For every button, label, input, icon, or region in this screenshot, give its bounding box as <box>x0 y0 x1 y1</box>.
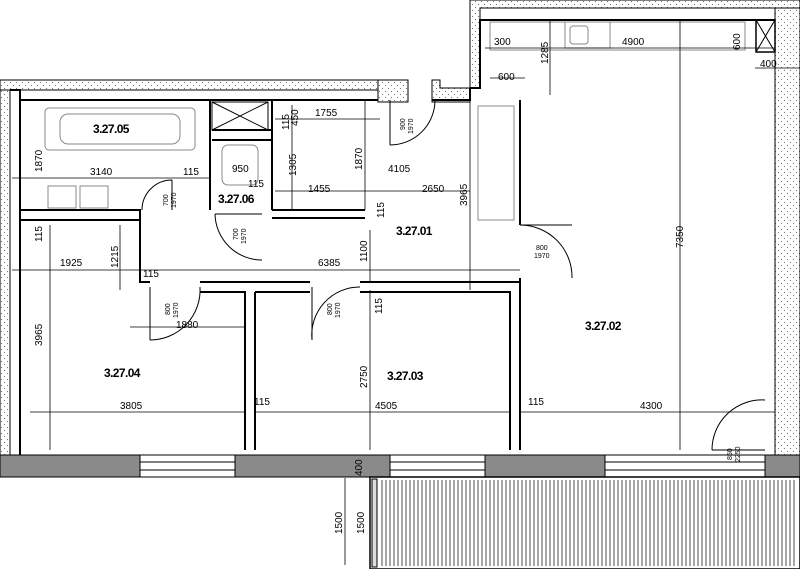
door-2-width: 700 <box>163 194 170 206</box>
dim-1925: 1925 <box>60 258 83 269</box>
door-5-width: 800 <box>165 303 172 315</box>
dim-450: 450 <box>290 109 301 126</box>
door-3-width: 700 <box>233 228 240 240</box>
dim-1755: 1755 <box>315 108 338 119</box>
doors <box>141 99 766 451</box>
dim-115-d: 115 <box>376 202 387 218</box>
room-label-3-27-01: 3.27.01 <box>396 224 433 238</box>
dim-3965-b: 3965 <box>34 323 45 346</box>
dim-115-h: 115 <box>254 397 270 408</box>
shaft-1 <box>211 101 269 131</box>
washbasin-left <box>47 185 77 209</box>
dim-115-b: 115 <box>183 167 199 178</box>
dim-1500-a: 1500 <box>334 511 345 534</box>
exterior-walls <box>0 0 800 459</box>
dim-115-c: 115 <box>248 179 264 190</box>
dim-115-f: 115 <box>143 269 159 280</box>
door-annotations: 900 1970 700 1970 700 1970 800 1970 800 … <box>163 118 742 462</box>
dim-1500-b: 1500 <box>356 511 367 534</box>
dim-3965-a: 3965 <box>459 183 470 206</box>
interior-walls <box>10 19 775 460</box>
facade-strip <box>0 454 800 478</box>
dim-1215: 1215 <box>110 245 121 268</box>
dim-400-b: 400 <box>354 459 365 476</box>
dim-4900: 4900 <box>622 37 645 48</box>
balcony <box>369 476 800 569</box>
room-label-3-27-02: 3.27.02 <box>585 319 622 333</box>
dim-4300: 4300 <box>640 401 663 412</box>
dim-1100: 1100 <box>359 240 370 262</box>
door-2-height: 1970 <box>171 192 178 208</box>
door-3-height: 1970 <box>241 228 248 244</box>
dim-4105: 4105 <box>388 164 411 175</box>
washbasin-right <box>79 185 109 209</box>
door-6-height: 1970 <box>335 302 342 318</box>
dim-1285: 1285 <box>540 41 551 64</box>
toilet <box>221 144 259 186</box>
door-6-width: 800 <box>327 303 334 315</box>
dim-2750: 2750 <box>359 365 370 388</box>
room-label-3-27-06: 3.27.06 <box>218 192 255 206</box>
room-label-3-27-04: 3.27.04 <box>104 366 141 380</box>
room-label-3-27-05: 3.27.05 <box>93 122 130 136</box>
dim-115-a: 115 <box>281 114 292 130</box>
dim-2650: 2650 <box>422 184 445 195</box>
door-1-width: 900 <box>400 118 407 130</box>
door-1-height: 1970 <box>408 118 415 134</box>
door-7-width: 850 <box>727 448 734 460</box>
shaft-2 <box>755 19 776 53</box>
dim-1880: 1880 <box>176 320 199 331</box>
dim-1870-a: 1870 <box>34 149 45 172</box>
dim-3805: 3805 <box>120 401 143 412</box>
dimension-lines <box>12 20 800 565</box>
dim-3140: 3140 <box>90 167 113 178</box>
dim-4505: 4505 <box>375 401 398 412</box>
dim-600-a: 600 <box>732 33 743 50</box>
door-5-height: 1970 <box>173 302 180 318</box>
door-4-width: 800 <box>536 245 548 252</box>
dim-115-i: 115 <box>528 397 544 408</box>
dim-600-b: 600 <box>498 72 515 83</box>
dim-115-e: 115 <box>34 226 45 242</box>
dim-6385: 6385 <box>318 258 341 269</box>
dim-7350: 7350 <box>675 225 686 248</box>
dim-300: 300 <box>494 37 511 48</box>
dim-950: 950 <box>232 164 249 175</box>
wardrobe <box>477 105 515 221</box>
door-4-height: 1970 <box>534 253 550 260</box>
dim-1305: 1305 <box>288 153 299 176</box>
fixtures <box>44 19 776 221</box>
dim-1870-b: 1870 <box>354 147 365 170</box>
door-7-height: 2250 <box>735 446 742 462</box>
kitchen-counter <box>489 21 746 51</box>
room-label-3-27-03: 3.27.03 <box>387 369 424 383</box>
dim-1455: 1455 <box>308 184 331 195</box>
bathtub <box>44 107 196 151</box>
dim-400-a: 400 <box>760 59 777 70</box>
dim-115-g: 115 <box>374 298 385 314</box>
